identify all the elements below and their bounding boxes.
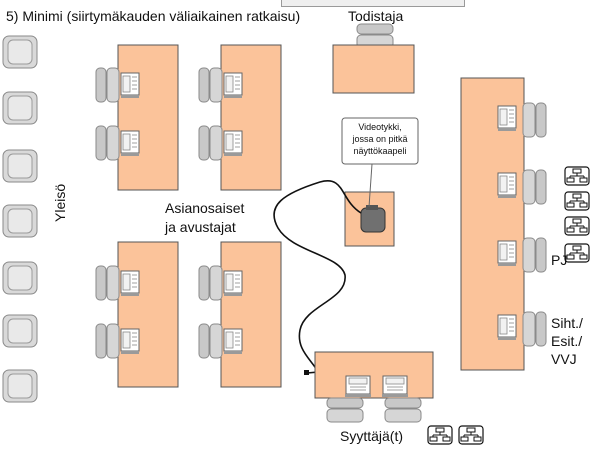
network-icon (427, 425, 453, 445)
party-table-lower-left (117, 241, 179, 388)
parties-label-line2: ja avustajat (165, 219, 236, 235)
audience-label: Yleisö (52, 183, 68, 222)
laptop-icon (223, 72, 243, 99)
parties-label-line1: Asianosaiset (165, 200, 245, 216)
chair-icon (522, 237, 547, 273)
party-table-upper-left (117, 44, 179, 191)
audience-chair (2, 369, 38, 403)
chair-icon (522, 169, 547, 205)
secretary-label-line1: Siht./ (551, 315, 583, 331)
projector-text-line1: Videotykki, (358, 122, 402, 132)
witness-chair-icon (356, 23, 394, 49)
party-table-upper-right (220, 44, 282, 191)
audience-chair (2, 35, 38, 69)
audience-chair (2, 91, 38, 125)
horizontal-scrollbar[interactable] (281, 0, 465, 7)
laptop-icon (120, 270, 140, 297)
prosecutor-table (314, 351, 434, 399)
chair-icon (198, 265, 223, 301)
chair-icon (522, 311, 547, 347)
callout-pointer (368, 163, 373, 208)
laptop-icon (120, 328, 140, 355)
projector-callout (341, 117, 419, 165)
secretary-label-line3: VVJ (551, 351, 577, 367)
chair-icon (384, 397, 422, 423)
chair-icon (95, 265, 120, 301)
laptop-icon (120, 72, 140, 99)
laptop-icon (497, 105, 517, 132)
network-icon (564, 216, 590, 236)
audience-seating (2, 35, 38, 403)
chair-icon (198, 125, 223, 161)
projector-callout-text: Videotykki, jossa on pitkä näyttökaapeli (343, 121, 417, 157)
projector-icon (360, 207, 386, 233)
chair-icon (522, 102, 547, 138)
chair-icon (95, 125, 120, 161)
audience-chair (2, 149, 38, 183)
laptop-icon (344, 375, 372, 398)
laptop-icon (223, 130, 243, 157)
diagram-title: 5) Minimi (siirtymäkauden väliaikainen r… (6, 8, 301, 24)
chair-icon (198, 323, 223, 359)
chair-icon (198, 67, 223, 103)
laptop-icon (497, 240, 517, 267)
network-icon (564, 166, 590, 186)
network-icon (458, 425, 484, 445)
secretary-label-line2: Esit./ (551, 333, 583, 349)
secretary-label: Siht./ Esit./ VVJ (551, 314, 583, 368)
chair-icon (326, 397, 364, 423)
prosecutor-label: Syyttäjä(t) (340, 428, 404, 444)
witness-table (332, 44, 415, 94)
laptop-icon (223, 328, 243, 355)
party-table-lower-right (220, 241, 282, 388)
witness-label: Todistaja (348, 8, 404, 24)
audience-chair (2, 314, 38, 348)
chair-icon (95, 323, 120, 359)
laptop-icon (223, 270, 243, 297)
network-icon (564, 243, 590, 263)
projector-lens (366, 205, 378, 210)
chair-icon (95, 67, 120, 103)
laptop-icon (497, 314, 517, 341)
cable-icon (273, 179, 362, 374)
presiding-judge-label: PJ (551, 252, 568, 268)
cable-connector (304, 370, 309, 375)
projector-text-line2: jossa on pitkä (352, 134, 408, 144)
audience-chair (2, 204, 38, 238)
laptop-icon (381, 375, 409, 398)
network-icon (564, 191, 590, 211)
laptop-icon (120, 130, 140, 157)
laptop-icon (497, 172, 517, 199)
audience-chair (2, 261, 38, 295)
projector-text-line3: näyttökaapeli (353, 146, 407, 156)
